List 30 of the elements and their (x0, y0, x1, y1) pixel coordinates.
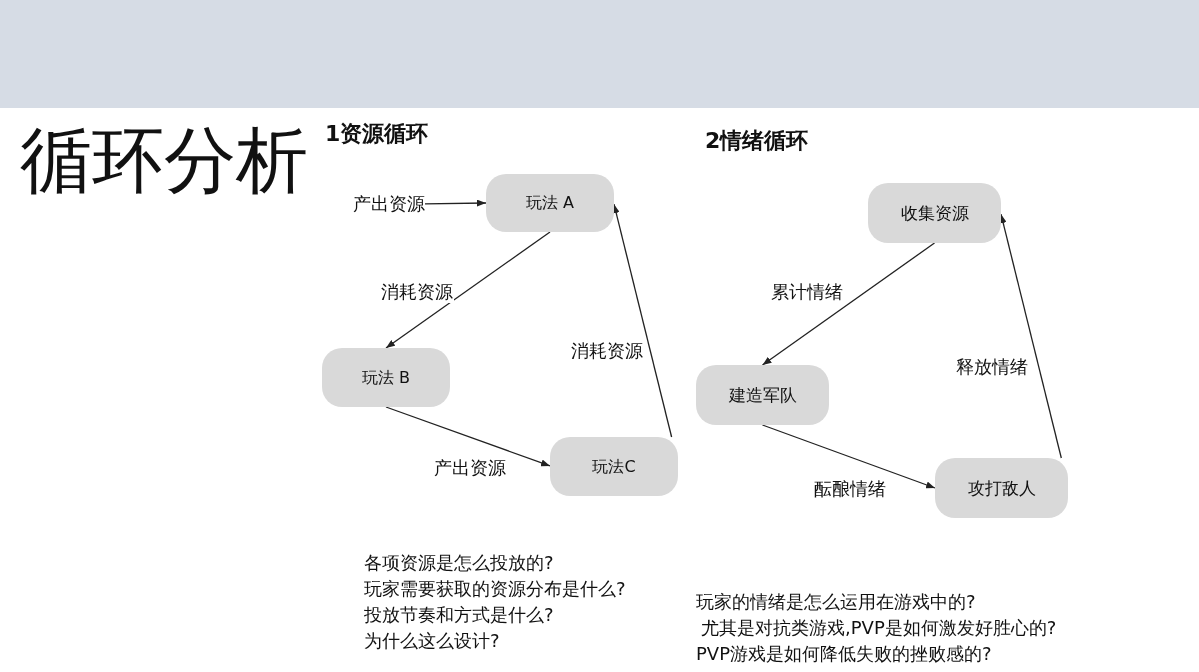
process-box: 攻打敌人 (935, 458, 1068, 518)
flow-label: 产出资源 (353, 193, 425, 215)
question-text: 玩家的情绪是怎么运用在游戏中的? (696, 591, 976, 613)
arrow (385, 406, 551, 467)
question-text: PVP游戏是如何降低失败的挫败感的? (696, 643, 992, 665)
arrow (761, 424, 936, 489)
process-box: 建造军队 (696, 365, 829, 425)
arrow (612, 203, 673, 438)
process-box: 玩法 A (486, 174, 614, 232)
arrow (424, 199, 487, 207)
process-box: 玩法 B (322, 348, 450, 407)
question-text: 为什么这么设计? (364, 630, 500, 652)
edge-label: 累计情绪 (770, 281, 844, 303)
title: 循环分析 (20, 124, 308, 196)
question-text: 玩家需要获取的资源分布是什么? (364, 578, 626, 600)
arrow (999, 213, 1062, 459)
edge-label: 释放情绪 (955, 356, 1029, 378)
question-text: 各项资源是怎么投放的? (364, 552, 554, 574)
arrow (385, 231, 551, 349)
section-heading: 1资源循环 (325, 120, 429, 148)
edge-label: 产出资源 (433, 457, 507, 479)
question-text: 尤其是对抗类游戏,PVP是如何激发好胜心的? (701, 617, 1057, 639)
question-text: 投放节奏和方式是什么? (364, 604, 554, 626)
arrow (761, 242, 936, 366)
edge-label: 消耗资源 (570, 340, 644, 362)
edge-label: 消耗资源 (380, 281, 454, 303)
edge-label: 酝酿情绪 (813, 478, 887, 500)
process-box: 收集资源 (868, 183, 1001, 243)
section-heading: 2情绪循环 (705, 127, 809, 155)
process-box: 玩法C (550, 437, 678, 496)
